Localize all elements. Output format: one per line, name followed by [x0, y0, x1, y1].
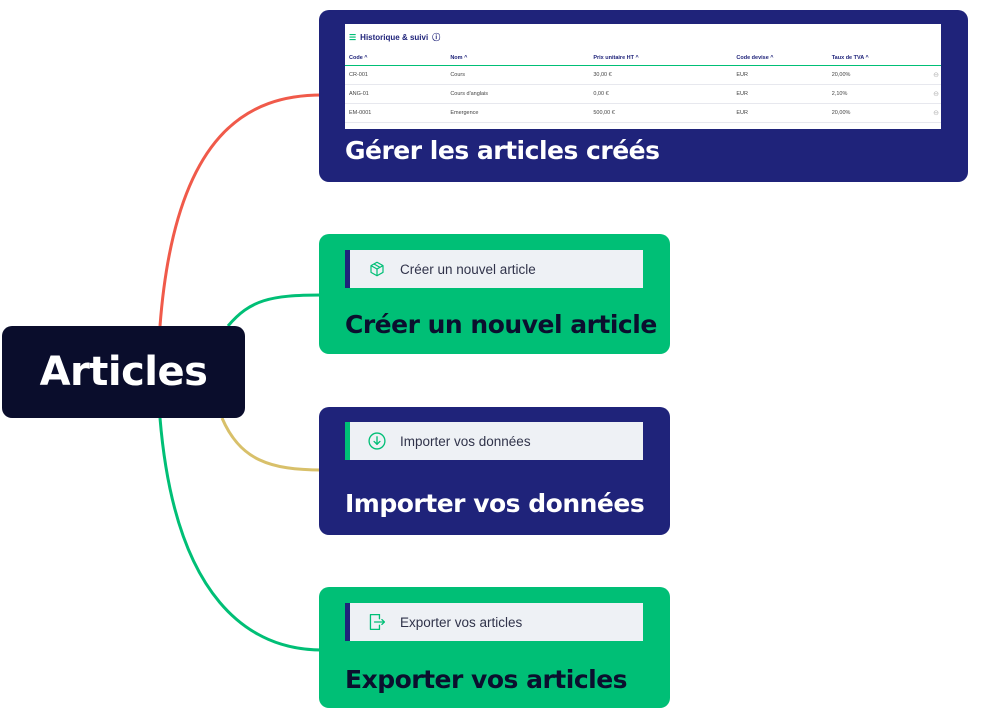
list-icon: ☰ [349, 32, 357, 42]
node-title: Créer un nouvel article [345, 310, 657, 339]
column-header: Taux de TVA ^ [827, 50, 924, 66]
table-cell: Emergence [446, 103, 590, 123]
info-icon: ⓘ [432, 32, 441, 42]
node-title: Importer vos données [345, 489, 645, 518]
export-articles-label: Exporter vos articles [400, 614, 523, 630]
table-cell: EUR [732, 103, 828, 123]
table-row[interactable]: EM-0001 Emergence 500,00 € EUR 20,00% ⊖ [345, 103, 941, 123]
create-article-button[interactable]: Créer un nouvel article [345, 250, 643, 288]
table-row[interactable]: CR-001 Cours 30,00 € EUR 20,00% ⊖ [345, 65, 941, 85]
table-cell: EUR [732, 84, 828, 104]
articles-table-preview: ☰ Historique & suivi ⓘ Code ^ Nom ^ Prix… [345, 24, 941, 129]
row-menu-icon[interactable]: ⊖ [923, 103, 941, 123]
column-header-actions [923, 50, 941, 66]
articles-table: Code ^ Nom ^ Prix unitaire HT ^ Code dev… [345, 50, 941, 123]
table-preview-heading: Historique & suivi [360, 32, 429, 42]
node-manage-articles[interactable]: ☰ Historique & suivi ⓘ Code ^ Nom ^ Prix… [319, 10, 968, 182]
table-cell: CR-001 [345, 65, 447, 85]
export-articles-button[interactable]: Exporter vos articles [345, 603, 643, 641]
import-data-label: Importer vos données [400, 433, 531, 449]
table-cell: 2,10% [827, 84, 924, 104]
table-cell: EUR [732, 65, 828, 85]
node-title: Exporter vos articles [345, 665, 628, 694]
export-icon [364, 612, 390, 632]
column-header: Nom ^ [446, 50, 590, 66]
table-cell: 30,00 € [589, 65, 733, 85]
table-cell: 20,00% [827, 65, 924, 85]
node-create-article[interactable]: Créer un nouvel article Créer un nouvel … [319, 234, 670, 354]
table-header-row: Code ^ Nom ^ Prix unitaire HT ^ Code dev… [345, 50, 941, 66]
download-circle-icon [364, 431, 390, 451]
row-menu-icon[interactable]: ⊖ [923, 84, 941, 104]
connector-create [226, 293, 323, 327]
connector-manage [158, 93, 323, 327]
table-cell: Cours d'anglais [446, 84, 590, 104]
root-node[interactable]: Articles [2, 326, 245, 418]
row-menu-icon[interactable]: ⊖ [923, 65, 941, 85]
table-cell: 20,00% [827, 103, 924, 123]
table-cell: 0,00 € [589, 84, 733, 104]
table-cell: 500,00 € [589, 103, 733, 123]
import-data-button[interactable]: Importer vos données [345, 422, 643, 460]
column-header: Code devise ^ [732, 50, 828, 66]
box-icon [364, 260, 390, 278]
node-title: Gérer les articles créés [345, 136, 660, 165]
connector-export [158, 417, 323, 652]
table-preview-header: ☰ Historique & suivi ⓘ [345, 24, 941, 50]
column-header: Prix unitaire HT ^ [589, 50, 733, 66]
column-header: Code ^ [345, 50, 447, 66]
root-label: Articles [39, 349, 208, 395]
table-row[interactable]: ANG-01 Cours d'anglais 0,00 € EUR 2,10% … [345, 84, 941, 104]
node-import-data[interactable]: Importer vos données Importer vos donnée… [319, 407, 670, 535]
connector-import [220, 417, 323, 472]
node-export-articles[interactable]: Exporter vos articles Exporter vos artic… [319, 587, 670, 708]
table-cell: Cours [446, 65, 590, 85]
create-article-label: Créer un nouvel article [400, 261, 536, 277]
table-cell: EM-0001 [345, 103, 447, 123]
table-cell: ANG-01 [345, 84, 447, 104]
